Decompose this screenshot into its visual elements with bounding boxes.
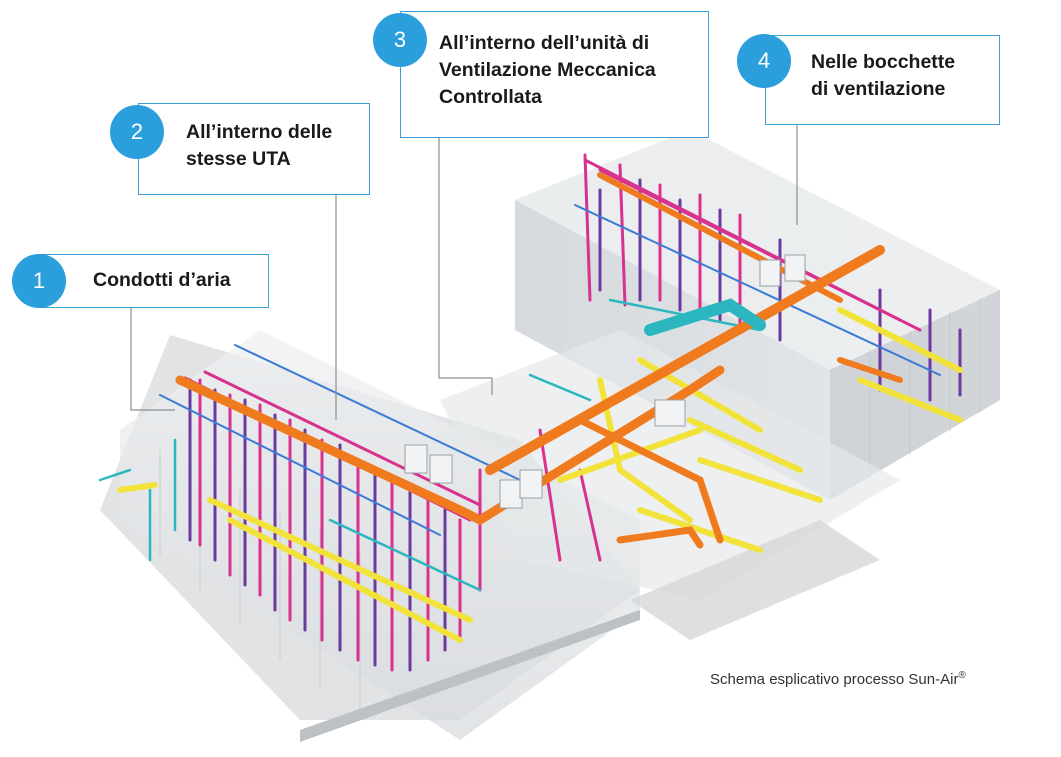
callout-2-label: All’interno delle stesse UTA bbox=[186, 121, 333, 170]
caption-text: Schema esplicativo processo Sun-Air bbox=[710, 671, 959, 688]
outdoor-units bbox=[404, 254, 806, 509]
callout-1-label: Condotti d’aria bbox=[93, 269, 231, 291]
callout-4-badge: 4 bbox=[737, 34, 791, 88]
callout-4: Nelle bocchette di ventilazione bbox=[765, 35, 1000, 125]
callout-3: All’interno dell’unità di Ventilazione M… bbox=[400, 11, 709, 138]
callout-2: All’interno delle stesse UTA bbox=[138, 103, 370, 195]
callout-3-label: All’interno dell’unità di Ventilazione M… bbox=[439, 32, 656, 108]
left-building-block bbox=[100, 330, 640, 742]
registered-mark: ® bbox=[958, 670, 966, 681]
callout-2-badge: 2 bbox=[110, 105, 164, 159]
callout-1-badge: 1 bbox=[12, 254, 66, 308]
callout-4-label: Nelle bocchette di ventilazione bbox=[811, 51, 956, 100]
callout-3-badge: 3 bbox=[373, 13, 427, 67]
callout-1: Condotti d’aria bbox=[40, 254, 269, 308]
mep-piping-network bbox=[98, 153, 963, 672]
figure-caption: Schema esplicativo processo Sun-Air® bbox=[710, 670, 966, 688]
callout-leader-lines bbox=[130, 125, 798, 420]
